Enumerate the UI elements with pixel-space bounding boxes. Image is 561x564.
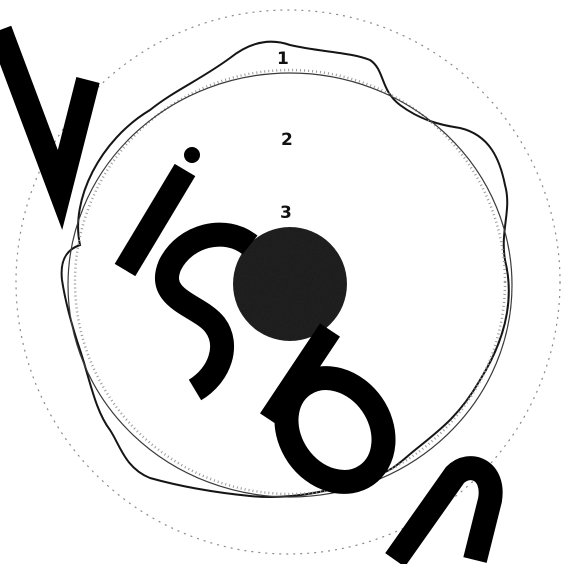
watermark-letter-i-dot	[184, 147, 200, 163]
watermark-letter-s	[167, 235, 250, 390]
watermark-letter-n	[395, 468, 491, 560]
label-zone-3: 3	[280, 203, 292, 223]
watermark-letter-v	[0, 30, 88, 190]
label-zone-1: 1	[277, 49, 289, 69]
label-zone-2: 2	[281, 130, 293, 150]
